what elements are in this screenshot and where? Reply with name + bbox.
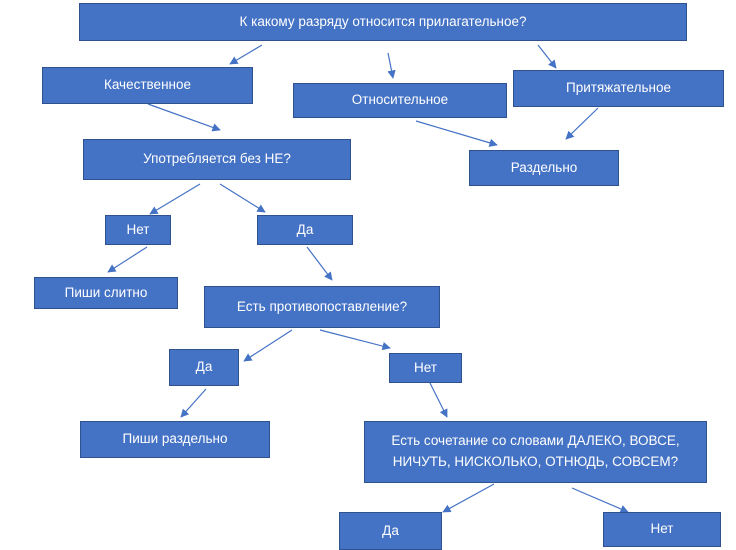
arrow-contrast-to-no [319,329,391,351]
arrow-words-to-yes [442,483,495,513]
root-question-text: К какому разряду относится прилагательно… [239,13,527,29]
arrow-no-to-write-together [107,246,148,273]
arrow-relative-to-separately [415,120,498,147]
arrow-question-to-no [149,183,201,215]
write-together-node: Пиши слитно [34,277,178,309]
write-separately-text: Пиши раздельно [122,431,228,447]
contrast-question-text: Есть противопоставление? [236,298,408,314]
yes-node-1: Да [257,215,353,245]
separately-top-text: Раздельно [510,159,578,175]
yes-text-3: Да [382,522,399,538]
write-together-text: Пиши слитно [64,284,148,300]
arrow-words-to-no [571,487,629,513]
used-without-ne-text: Употребляется без НЕ? [143,151,291,167]
no-text-3: Нет [650,521,674,537]
no-node-2: Нет [389,353,462,383]
relative-node: Относительное [293,83,507,118]
words-question-node: Есть сочетание со словами ДАЛЕКО, ВОВСЕ,… [364,421,707,483]
no-node-1: Нет [105,215,171,245]
no-text-2: Нет [414,359,437,375]
arrow-qualitative-to-question [147,103,221,132]
yes-text-1: Да [296,221,314,237]
contrast-question-node: Есть противопоставление? [204,286,440,328]
arrow-yes-to-write-separately [180,388,207,418]
yes-text-2: Да [195,359,213,375]
root-question-node: К какому разряду относится прилагательно… [79,3,687,41]
relative-text: Относительное [351,92,449,108]
yes-node-3: Да [339,512,442,550]
arrow-yes-to-contrast [306,246,333,281]
qualitative-node: Качественное [42,67,253,104]
possessive-node: Притяжательное [513,70,724,107]
arrow-root-to-possessive [537,44,557,69]
arrow-root-to-relative [387,52,396,79]
possessive-text: Притяжательное [566,80,671,96]
arrow-possessive-to-separately [565,107,599,140]
separately-top-node: Раздельно [469,150,619,186]
words-question-text: Есть сочетание со словами ДАЛЕКО, ВОВСЕ,… [391,433,680,469]
arrow-root-to-qualitative [229,44,263,65]
no-node-3: Нет [603,512,721,547]
used-without-ne-node: Употребляется без НЕ? [83,139,351,180]
write-separately-node: Пиши раздельно [80,421,270,458]
arrow-question-to-yes [219,183,266,213]
yes-node-2: Да [169,349,239,386]
arrow-contrast-to-yes [243,329,293,362]
no-text-1: Нет [126,221,150,237]
arrow-no-to-words [429,382,448,418]
qualitative-text: Качественное [103,77,191,93]
